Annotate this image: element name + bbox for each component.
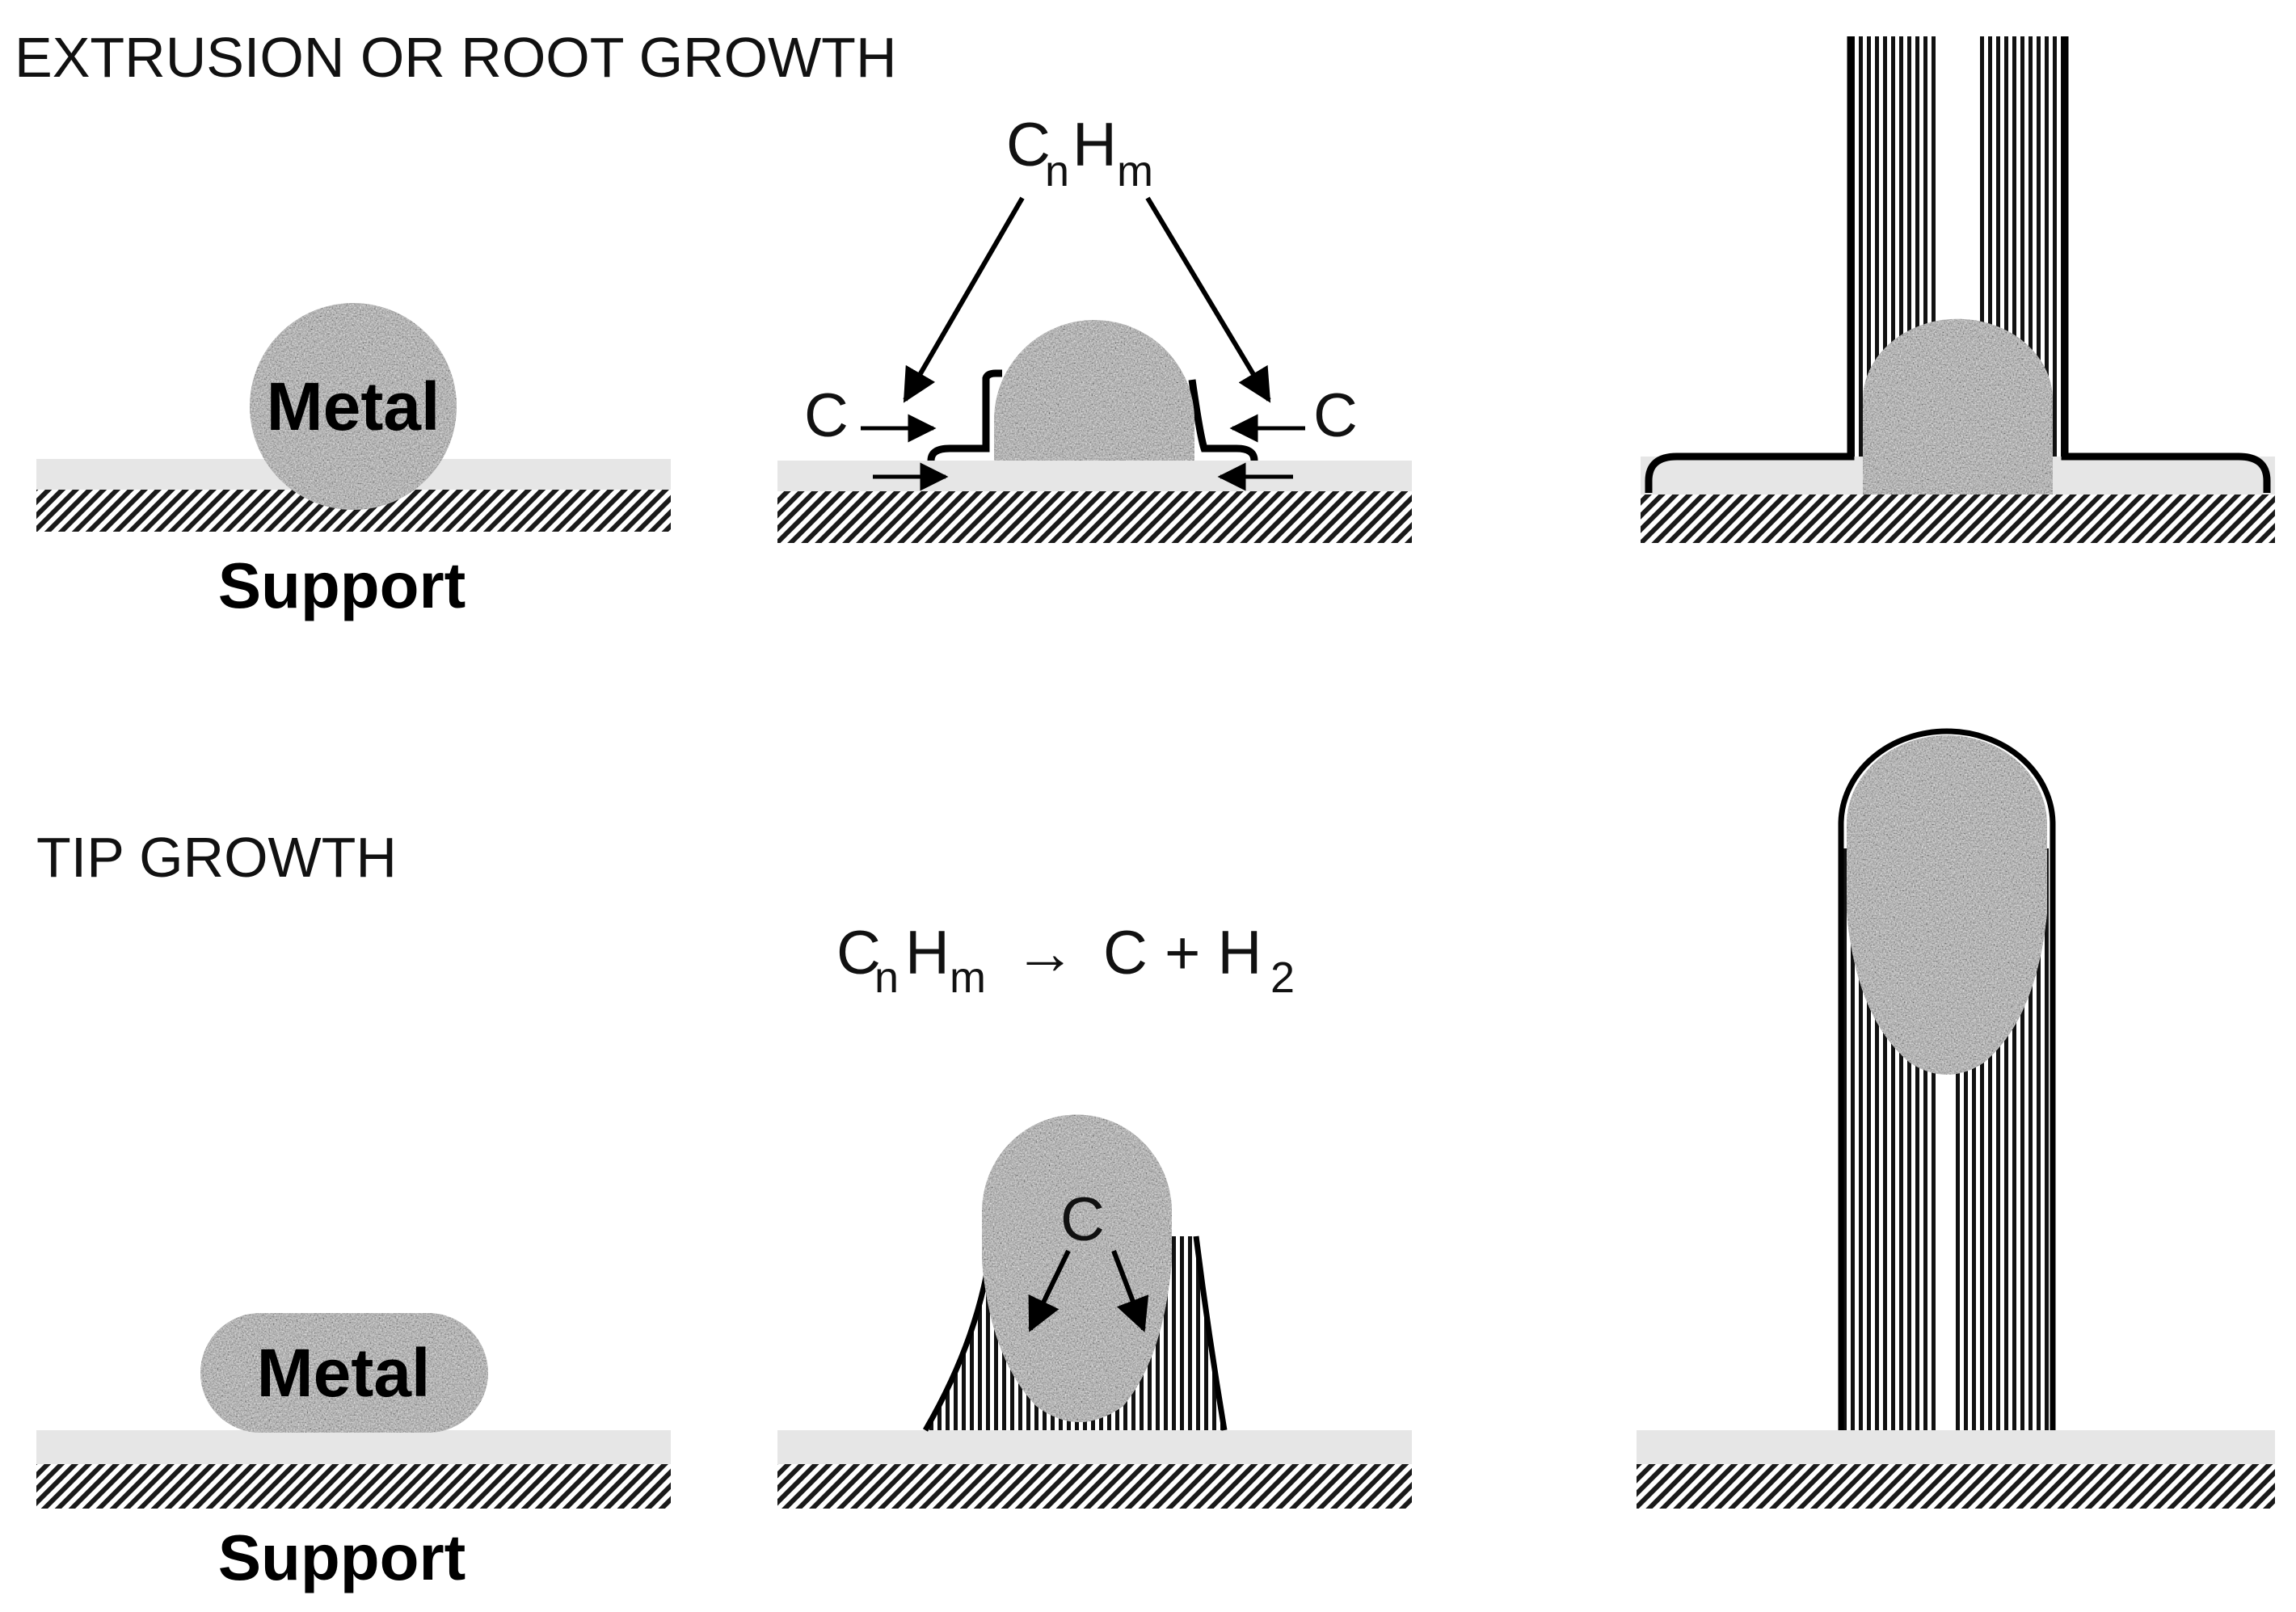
support-base bbox=[36, 1464, 671, 1509]
metal-particle bbox=[250, 303, 457, 510]
formula-subscript-2: 2 bbox=[1270, 953, 1295, 1002]
root-panel-initial: Metal Support bbox=[36, 303, 671, 621]
formula-hydrocarbon: C n H m bbox=[1006, 111, 1153, 196]
support-surface bbox=[777, 461, 1412, 491]
arrow-carbon-down-left bbox=[1028, 1249, 1071, 1332]
tip-panel-decomposition: C C n H m → C + H 2 bbox=[777, 919, 1412, 1509]
carbon-label-right: C bbox=[1313, 381, 1358, 450]
formula-m: m bbox=[1117, 147, 1153, 196]
carbon-layer-right bbox=[1188, 379, 1258, 461]
heading-tip-growth: TIP GROWTH bbox=[36, 826, 397, 889]
root-panel-nanotube bbox=[1641, 36, 2275, 543]
metal-particle bbox=[200, 1313, 488, 1433]
formula-h: H bbox=[905, 919, 950, 987]
metal-particle bbox=[982, 1114, 1172, 1422]
support-label: Support bbox=[218, 549, 466, 621]
carbon-layer-right bbox=[2061, 36, 2271, 493]
root-panel-decomposition: C n H m C C bbox=[777, 111, 1412, 543]
tip-panel-initial: Metal Support bbox=[36, 1313, 671, 1593]
carbon-layer-left bbox=[927, 369, 1002, 461]
formula-arrow: → bbox=[1014, 919, 1076, 987]
support-surface bbox=[36, 1430, 671, 1464]
metal-particle bbox=[1847, 735, 2047, 1075]
support-base bbox=[1641, 495, 2275, 543]
tip-panel-nanotube bbox=[1637, 728, 2275, 1509]
heading-root-growth: EXTRUSION OR ROOT GROWTH bbox=[15, 26, 897, 89]
metal-particle bbox=[994, 320, 1194, 461]
arrow-hydrocarbon-right bbox=[1145, 196, 1271, 403]
formula-products: C + H bbox=[1103, 919, 1262, 987]
formula-c: C bbox=[1006, 111, 1051, 179]
arrow-carbon-down-right bbox=[1111, 1249, 1149, 1332]
formula-c: C bbox=[836, 919, 881, 987]
carbon-label-left: C bbox=[804, 381, 849, 450]
support-base bbox=[1637, 1464, 2275, 1509]
support-surface bbox=[777, 1430, 1412, 1464]
formula-h: H bbox=[1072, 111, 1117, 179]
carbon-outline-right bbox=[1193, 1235, 1228, 1431]
support-base bbox=[777, 491, 1412, 543]
formula-m: m bbox=[950, 953, 986, 1002]
metal-label: Metal bbox=[267, 368, 440, 444]
carbon-label: C bbox=[1060, 1185, 1105, 1254]
support-surface bbox=[1637, 1430, 2275, 1464]
formula-n: n bbox=[1045, 147, 1069, 196]
support-base bbox=[777, 1464, 1412, 1509]
support-label: Support bbox=[218, 1522, 466, 1593]
arrow-hydrocarbon-left bbox=[903, 196, 1025, 403]
nanotube-outline bbox=[1838, 728, 2056, 1430]
metal-particle bbox=[1863, 318, 2053, 495]
metal-label: Metal bbox=[257, 1335, 431, 1411]
carbon-layer-left bbox=[1645, 36, 1855, 493]
formula-decomposition: C n H m → C + H 2 bbox=[836, 919, 1295, 1002]
formula-n: n bbox=[874, 953, 899, 1002]
